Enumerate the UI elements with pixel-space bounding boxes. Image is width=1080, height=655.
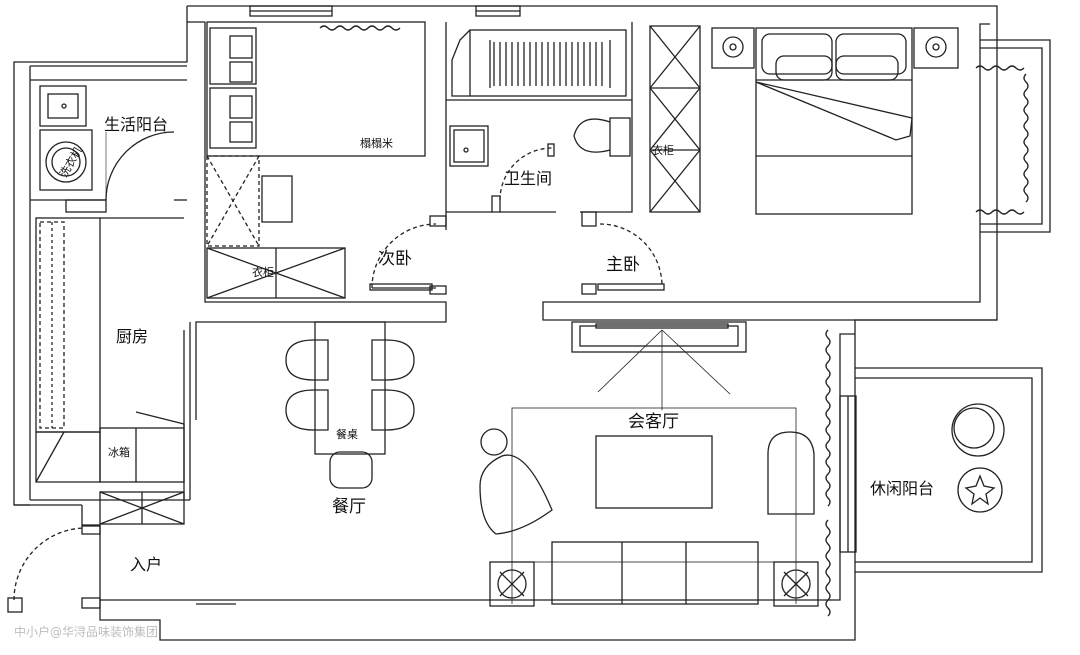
master-balcony-window <box>975 39 1051 233</box>
wardrobe-master-label: 衣柜 <box>652 143 674 157</box>
master-wardrobe <box>649 25 701 213</box>
leisure-balcony-label: 休闲阳台 <box>870 479 934 498</box>
dining-room-label: 餐厅 <box>332 497 366 517</box>
master-bedroom-door <box>581 211 665 295</box>
watermark: 中小户@华浔品味装饰集团 <box>14 624 158 639</box>
master-bedroom-label: 主卧 <box>606 255 640 275</box>
master-bed <box>711 27 959 215</box>
living-room-furniture <box>479 329 831 617</box>
top-windows <box>249 5 521 17</box>
dining-set <box>285 321 415 489</box>
living-room-label: 会客厅 <box>628 412 679 432</box>
kitchen-label: 厨房 <box>116 327 148 346</box>
fridge-label: 冰箱 <box>108 445 130 459</box>
wardrobe-second-label: 衣柜 <box>252 265 274 279</box>
tatami-label: 榻榻米 <box>360 136 393 150</box>
tv-unit <box>571 321 747 410</box>
leisure-balcony-fixtures <box>839 367 1043 573</box>
entrance-label: 入户 <box>130 555 162 574</box>
utility-balcony-label: 生活阳台 <box>104 115 168 134</box>
bathtub-slats <box>493 42 603 86</box>
second-bedroom-label: 次卧 <box>378 249 412 269</box>
kitchen-fixtures <box>35 217 185 525</box>
dining-table-label: 餐桌 <box>336 427 358 441</box>
bathroom-fixtures <box>445 22 633 230</box>
outer-walls <box>13 5 998 641</box>
tatami-area <box>206 21 426 299</box>
utility-balcony-fixtures <box>30 79 187 213</box>
bathroom-label: 卫生间 <box>504 169 552 188</box>
entrance-door <box>7 525 236 613</box>
